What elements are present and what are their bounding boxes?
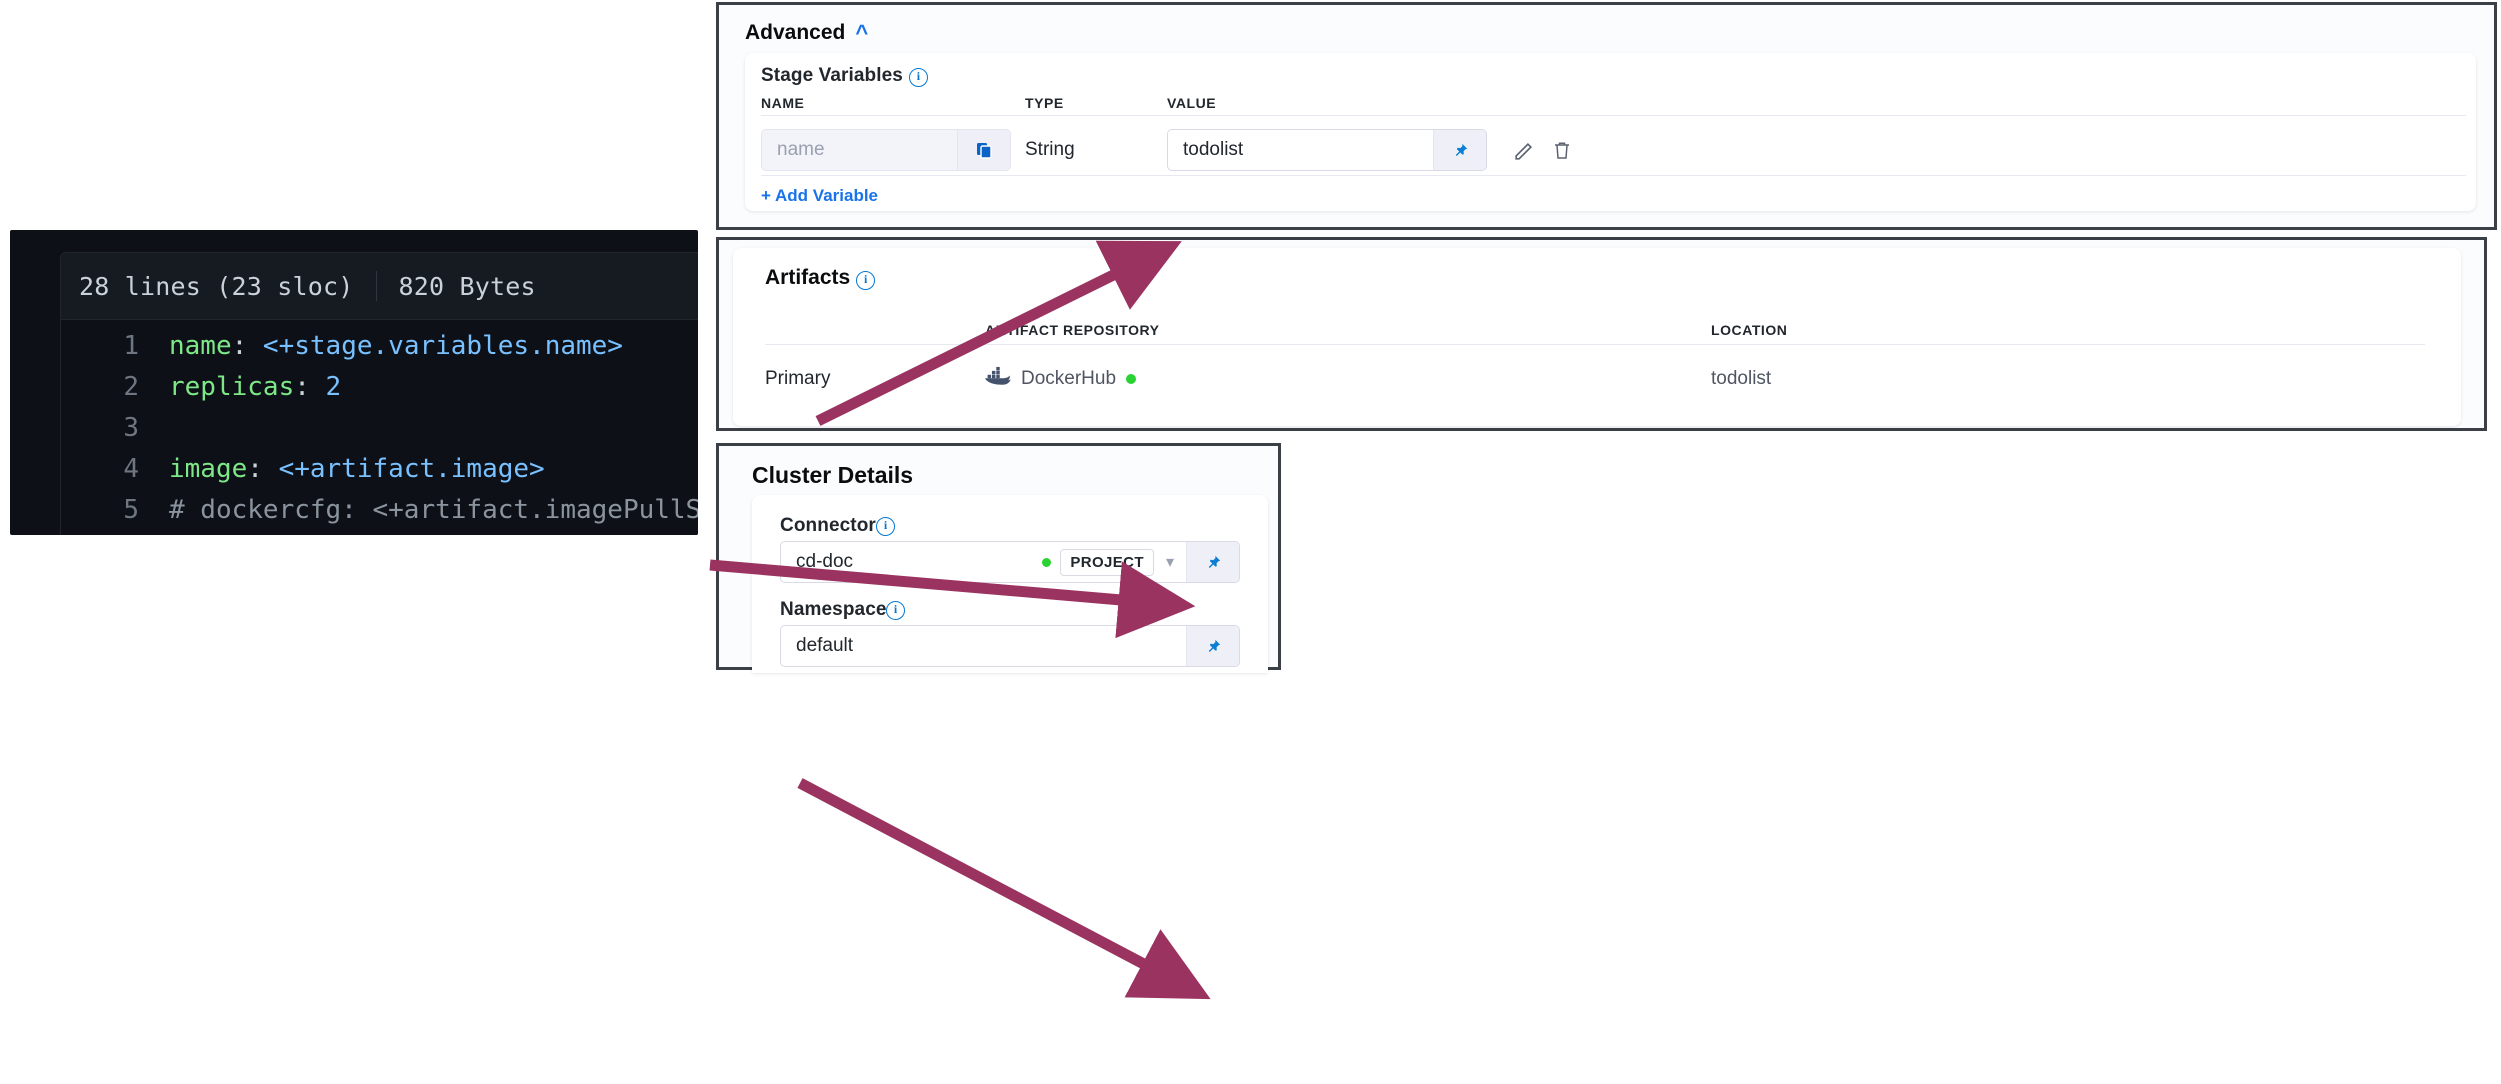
- edit-icon[interactable]: [1509, 135, 1539, 165]
- code-lines: 1 name: <+stage.variables.name> 2 replic…: [61, 320, 698, 535]
- status-dot-connected: [1042, 557, 1052, 567]
- line-number: 6: [61, 531, 169, 535]
- column-header-name: NAME: [761, 95, 805, 111]
- artifacts-heading: Artifacts i: [765, 266, 876, 290]
- info-icon[interactable]: i: [876, 517, 895, 536]
- artifacts-primary-row: Primary DockerHub todolist: [733, 360, 2461, 406]
- line-4-image-expression: <+artifact.image>: [262, 454, 545, 484]
- line-number: 1: [123, 331, 139, 361]
- stage-variables-heading: Stage Variables i: [761, 65, 928, 87]
- advanced-section-header[interactable]: Advanced ^: [745, 21, 868, 45]
- code-line: 6: [61, 531, 698, 535]
- yaml-number: 2: [309, 372, 342, 402]
- code-header-divider: [375, 271, 377, 301]
- line-number: 5: [123, 495, 139, 525]
- line-number: 2: [123, 372, 139, 402]
- line-content: image: <+artifact.image>: [169, 449, 545, 490]
- code-viewer-header: 28 lines (23 sloc) 820 Bytes: [61, 253, 698, 320]
- yaml-key: name: [169, 331, 232, 361]
- status-dot-connected: [1126, 374, 1137, 384]
- table-row: name String todolist: [745, 123, 2476, 175]
- code-lines-count: 28 lines (23 sloc): [79, 271, 354, 301]
- namespace-value: default: [796, 635, 854, 656]
- yaml-colon: :: [247, 454, 263, 484]
- chevron-down-icon[interactable]: ▾: [1165, 554, 1174, 571]
- yaml-colon: :: [294, 372, 310, 402]
- artifact-repository-name: DockerHub: [1021, 368, 1117, 389]
- docker-icon: [985, 366, 1011, 392]
- connector-value: cd-doc: [796, 551, 854, 572]
- code-line: 5 # dockercfg: <+artifact.imagePullSecre…: [61, 490, 698, 531]
- line-content: name: <+stage.variables.name>: [169, 326, 623, 367]
- line-number: 4: [123, 454, 139, 484]
- table-divider-bottom: [761, 175, 2466, 176]
- pin-icon[interactable]: [1433, 130, 1486, 170]
- yaml-comment: # dockercfg: <+artifact.imagePullSecret>: [169, 495, 698, 525]
- code-line: 4 image: <+artifact.image>: [61, 449, 698, 490]
- code-line: 2 replicas: 2: [61, 367, 698, 408]
- yaml-key: image: [169, 454, 248, 484]
- artifact-location: todolist: [1711, 368, 1772, 389]
- table-divider: [765, 344, 2425, 345]
- column-header-value: VALUE: [1167, 95, 1217, 111]
- code-viewer: 28 lines (23 sloc) 820 Bytes 1 name: <+s…: [10, 230, 698, 535]
- connector-label: Connector: [780, 515, 876, 536]
- scope-badge: PROJECT: [1060, 548, 1154, 576]
- info-icon[interactable]: i: [856, 271, 876, 290]
- copy-icon[interactable]: [957, 130, 1010, 170]
- table-divider: [761, 115, 2466, 116]
- yaml-colon: :: [231, 331, 248, 361]
- value-text: todolist: [1183, 139, 1244, 160]
- column-header-location: LOCATION: [1711, 322, 1788, 338]
- column-header-type: TYPE: [1025, 95, 1064, 111]
- arrow-infra-namespace: [797, 778, 1211, 1000]
- delete-icon[interactable]: [1547, 135, 1577, 165]
- pin-icon[interactable]: [1186, 542, 1239, 582]
- code-file-size: 820 Bytes: [398, 271, 536, 301]
- stage-variable-type: String: [1025, 139, 1075, 160]
- stage-variable-name-input[interactable]: name: [761, 129, 1011, 171]
- connector-input[interactable]: cd-doc PROJECT ▾: [780, 541, 1240, 583]
- info-icon[interactable]: i: [886, 601, 905, 620]
- artifact-repository-cell[interactable]: DockerHub: [985, 366, 1137, 392]
- line-content: replicas: 2: [169, 367, 341, 408]
- cluster-namespace-input[interactable]: default: [780, 625, 1240, 667]
- stage-variables-title: Stage Variables: [761, 65, 903, 86]
- info-icon[interactable]: i: [908, 68, 928, 87]
- code-viewer-frame: 28 lines (23 sloc) 820 Bytes 1 name: <+s…: [60, 252, 698, 535]
- code-line: 3: [61, 408, 698, 449]
- advanced-title: Advanced: [745, 21, 846, 44]
- name-placeholder: name: [777, 139, 825, 160]
- namespace-label: Namespace: [780, 599, 887, 620]
- code-line: 1 name: <+stage.variables.name>: [61, 326, 698, 367]
- artifacts-title: Artifacts: [765, 266, 851, 289]
- yaml-key: replicas: [169, 372, 295, 402]
- column-header-artifact-repository: ARTIFACT REPOSITORY: [985, 322, 1160, 338]
- advanced-panel: Advanced ^ Stage Variables i NAME TYPE VA…: [716, 2, 2497, 230]
- line-1-name-expression: <+stage.variables.name>: [247, 331, 623, 361]
- stage-variables-card: Stage Variables i NAME TYPE VALUE name St…: [745, 53, 2476, 211]
- add-variable-button[interactable]: + Add Variable: [761, 186, 878, 205]
- line-number: 3: [123, 413, 139, 443]
- stage-variable-value-input[interactable]: todolist: [1167, 129, 1487, 171]
- chevron-up-icon[interactable]: ^: [855, 20, 869, 45]
- cluster-details-title: Cluster Details: [752, 462, 914, 488]
- pin-icon[interactable]: [1186, 626, 1239, 666]
- artifact-label: Primary: [765, 368, 831, 389]
